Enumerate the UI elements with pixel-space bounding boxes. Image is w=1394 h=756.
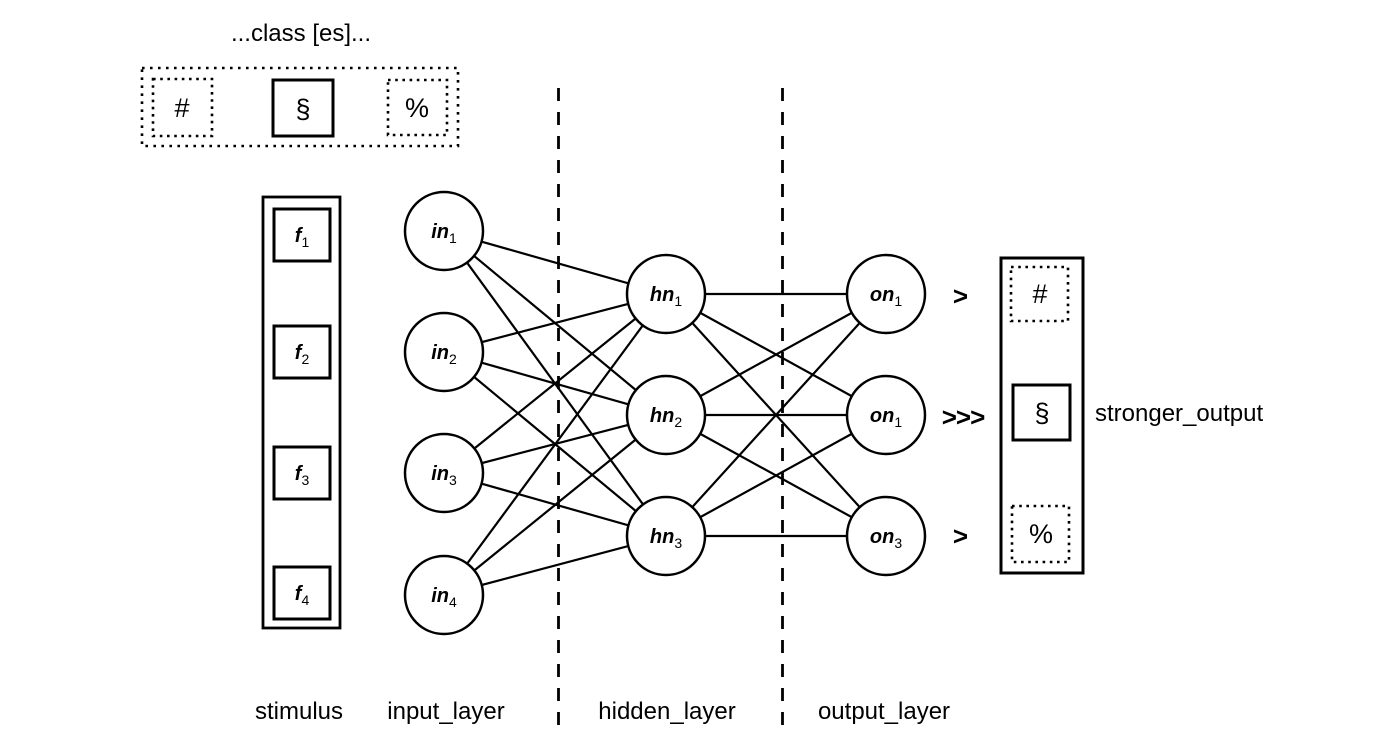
strength-indicators: > >>> >: [942, 281, 986, 551]
input-node-1-label: in1: [431, 221, 457, 246]
output-percent-symbol: %: [1029, 519, 1053, 549]
class-percent-symbol: %: [405, 93, 429, 123]
feature-box-4: [272, 565, 332, 621]
class-section-symbol: §: [295, 94, 310, 124]
output-node-3: [845, 495, 927, 577]
input-node-4-label: in4: [431, 585, 457, 610]
feature-4-label: f4: [295, 583, 310, 608]
edge-hn3-on2: [665, 414, 887, 537]
class-hash-symbol: #: [174, 93, 189, 123]
feature-box-3: [272, 445, 332, 501]
input-node-2-label: in2: [431, 342, 457, 367]
bottom-labels: stimulus input_layer hidden_layer output…: [255, 698, 950, 725]
input-layer-caption: input_layer: [387, 698, 504, 725]
output-panel: # § % stronger_output: [999, 256, 1263, 575]
output-section-symbol: §: [1034, 398, 1049, 428]
stimulus-panel: f1 f2 f3 f4: [261, 195, 342, 630]
feature-2-label: f2: [295, 342, 310, 367]
edge-hn3-on1: [665, 293, 887, 537]
hidden-node-2-label: hn2: [650, 405, 682, 430]
classes-panel: ...class [es]... # § %: [140, 20, 460, 148]
hidden-layer-caption: hidden_layer: [598, 698, 735, 725]
output-frame: [999, 256, 1085, 575]
stimulus-frame: [261, 195, 342, 630]
input-node-3-label: in3: [431, 463, 457, 488]
feature-3-label: f3: [295, 463, 310, 488]
output-layer: on1 on1 on3: [845, 253, 927, 577]
output-node-1-label: on1: [870, 284, 902, 309]
edge-in4-hn2: [443, 414, 667, 596]
edge-in4-hn1: [443, 293, 667, 596]
layer-separators: [557, 88, 784, 736]
output-node-2: [845, 374, 927, 456]
output-hash-symbol: #: [1032, 279, 1047, 309]
strength-indicator-2: >>>: [942, 402, 985, 432]
classes-frame: [140, 66, 460, 148]
feature-box-1: [272, 207, 332, 263]
class-box-percent: [386, 78, 449, 137]
output-box-hash: [1009, 265, 1070, 323]
output-box-section: [1011, 383, 1072, 442]
input-node-2: [403, 311, 485, 393]
hidden-node-3: [625, 495, 707, 577]
strength-indicator-3: >: [953, 521, 968, 551]
output-node-2-label: on1: [870, 405, 902, 430]
hidden-node-1: [625, 253, 707, 335]
class-box-section: [271, 78, 335, 138]
classes-title: ...class [es]...: [231, 20, 371, 47]
input-layer: in1 in2 in3 in4: [403, 190, 485, 636]
hidden-node-3-label: hn3: [650, 526, 682, 551]
feature-box-2: [272, 324, 332, 380]
output-node-1: [845, 253, 927, 335]
strength-indicator-1: >: [953, 281, 968, 311]
hidden-node-2: [625, 374, 707, 456]
input-node-1: [403, 190, 485, 272]
output-layer-caption: output_layer: [818, 698, 950, 725]
input-node-3: [403, 432, 485, 514]
hidden-layer: hn1 hn2 hn3: [625, 253, 707, 577]
class-box-hash: [151, 77, 214, 138]
hidden-node-1-label: hn1: [650, 284, 682, 309]
feature-1-label: f1: [295, 225, 310, 250]
input-node-4: [403, 554, 485, 636]
stimulus-caption: stimulus: [255, 698, 343, 725]
edge-hn2-on1: [665, 293, 887, 416]
output-node-3-label: on3: [870, 526, 902, 551]
edge-in3-hn1: [443, 293, 667, 474]
stronger-output-label: stronger_output: [1095, 400, 1263, 427]
